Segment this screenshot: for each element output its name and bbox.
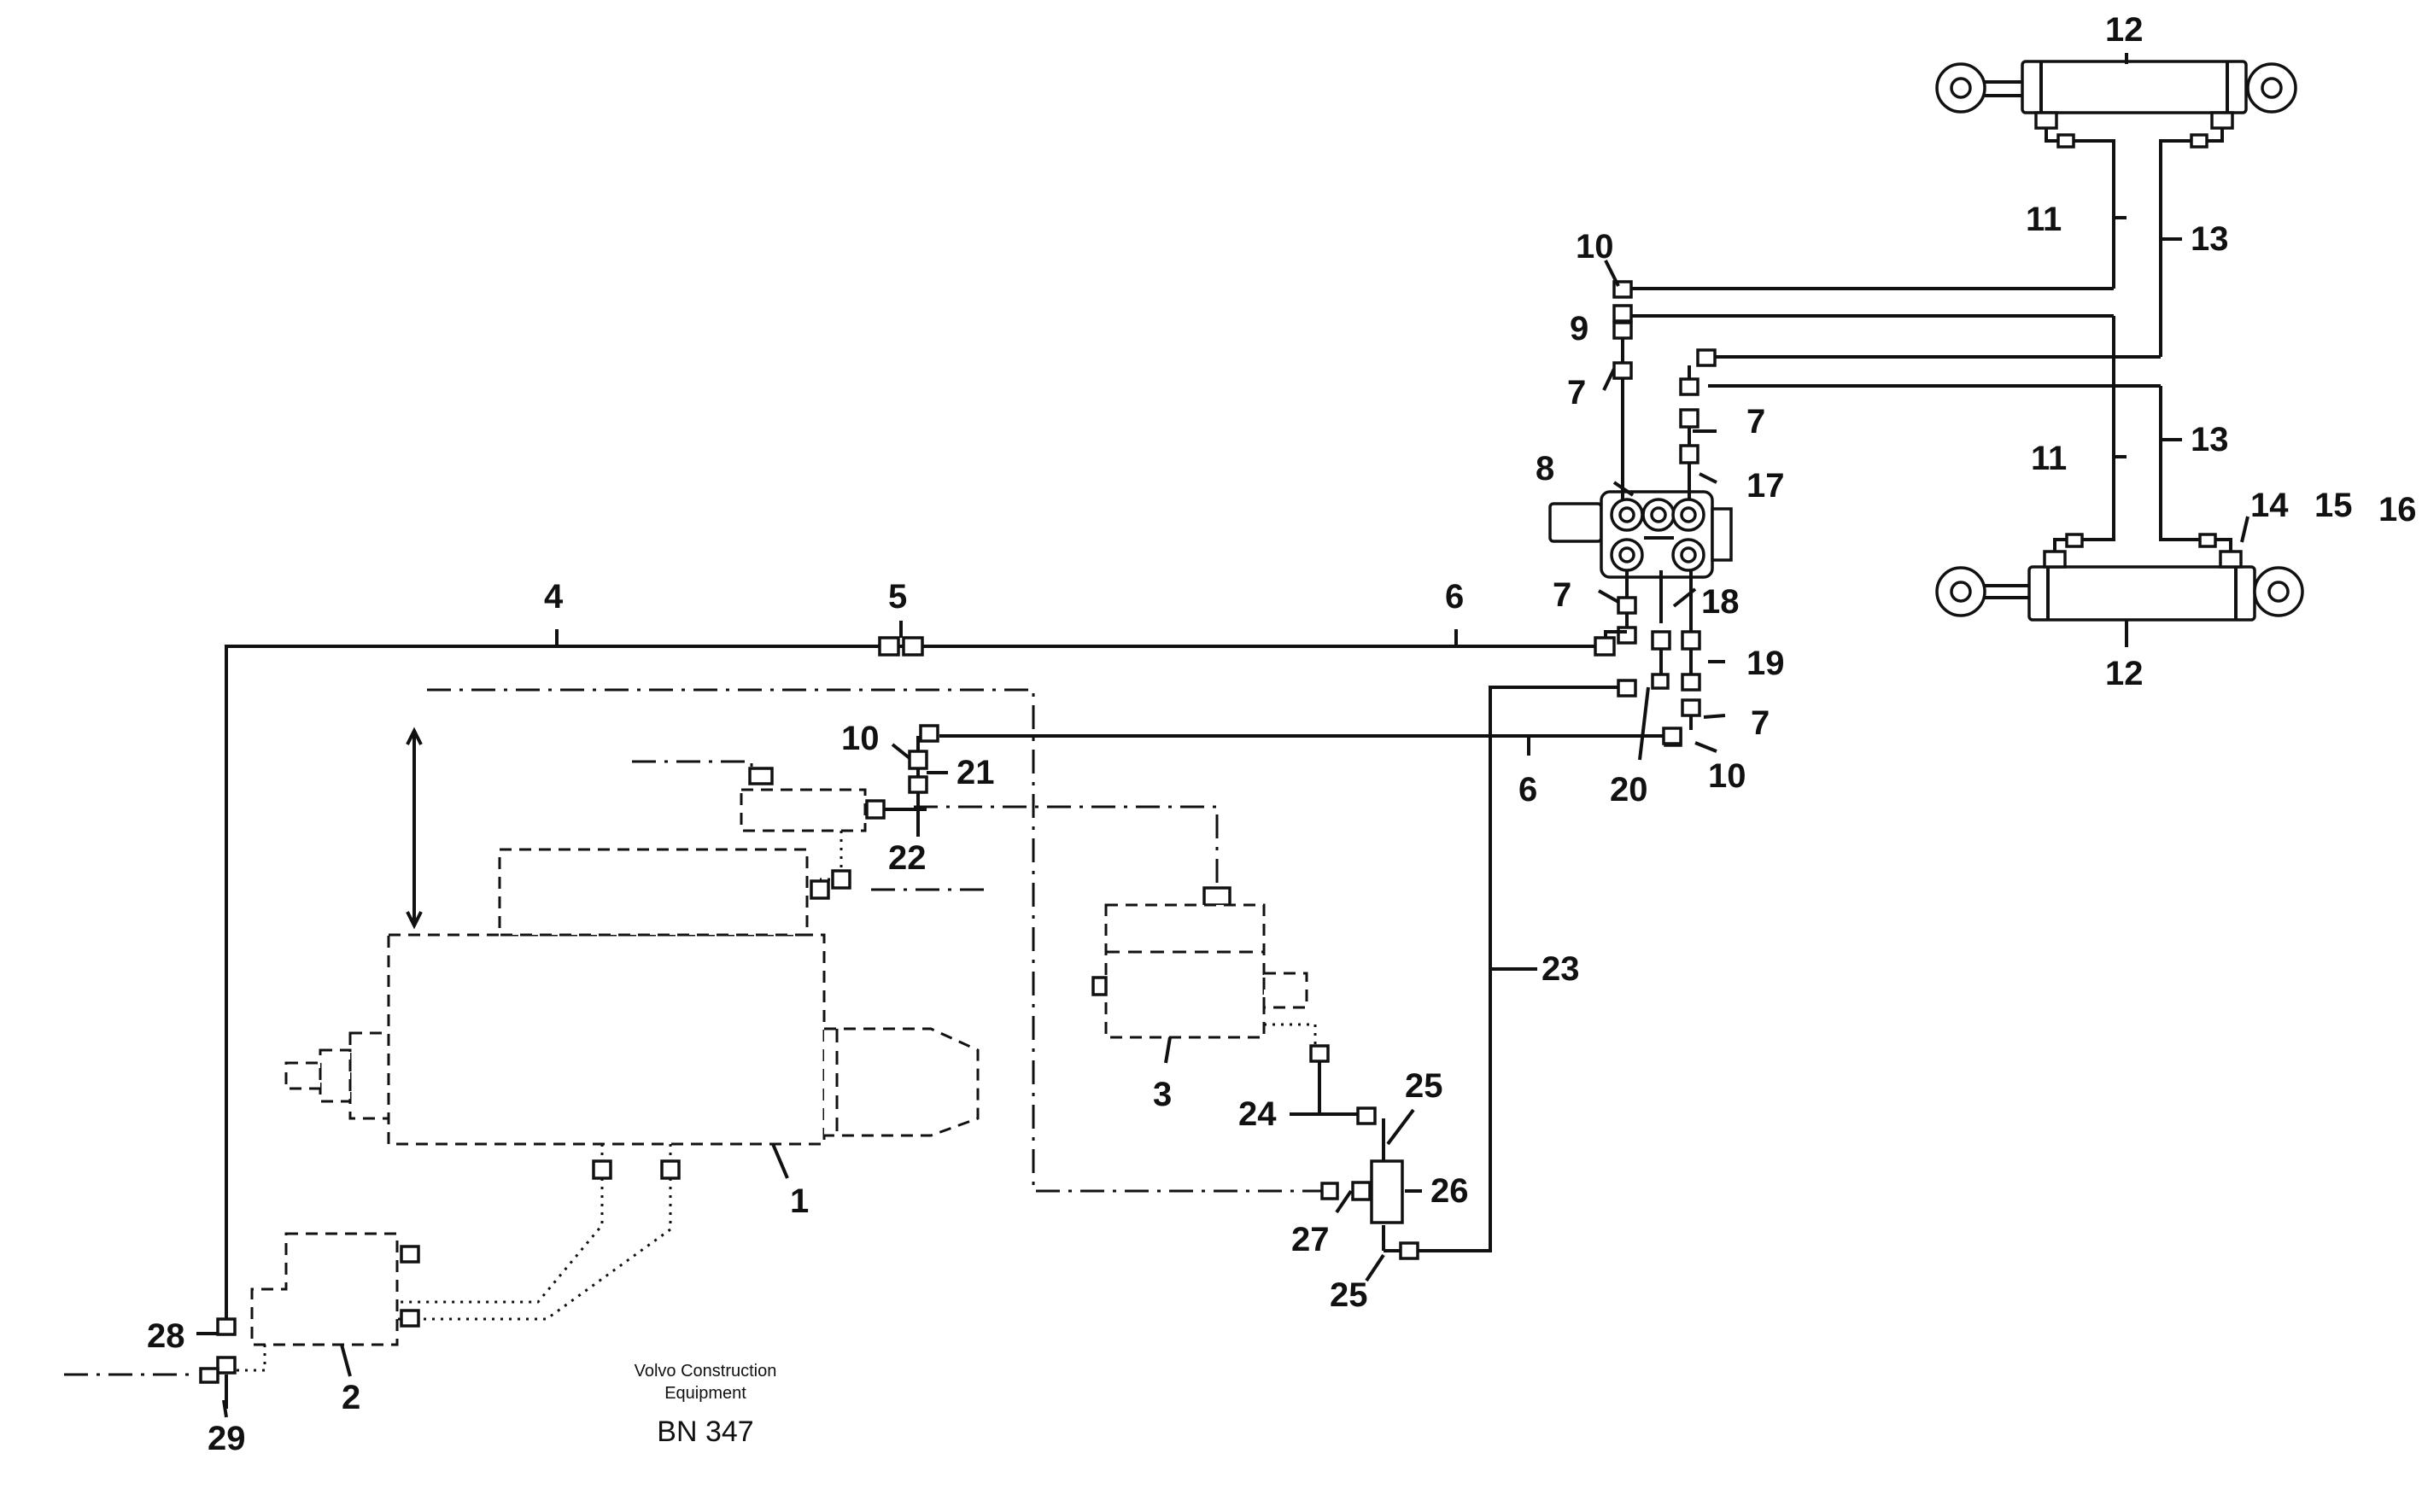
callout-19: 19: [1746, 645, 1785, 682]
control-valve: [1548, 490, 1733, 579]
callout-1: 1: [790, 1182, 809, 1220]
filter: [1351, 1159, 1404, 1224]
callout-22: 22: [888, 839, 927, 877]
callout-10b: 10: [841, 720, 880, 757]
callout-9: 9: [1570, 310, 1588, 347]
callouts: 1 2 3 4 5 6 6 7 7 7 7 8 9 10 10 10 11 11…: [147, 11, 2417, 1457]
callout-7a: 7: [1567, 374, 1586, 412]
callout-16: 16: [2378, 491, 2417, 528]
callout-11a: 11: [2026, 201, 2062, 238]
callout-12b: 12: [2105, 655, 2144, 692]
callout-23: 23: [1542, 950, 1580, 988]
callout-25a: 25: [1405, 1067, 1443, 1105]
upper-cylinder: [1935, 60, 2297, 130]
callout-5: 5: [888, 578, 907, 616]
callout-2: 2: [342, 1379, 360, 1416]
callout-24: 24: [1238, 1095, 1277, 1133]
hoses-cylinders: [1633, 128, 2232, 552]
footer: Volvo Construction Equipment BN 347: [635, 1362, 777, 1448]
callout-13a: 13: [2191, 220, 2229, 258]
callout-12a: 12: [2105, 11, 2144, 49]
callout-27: 27: [1291, 1221, 1330, 1258]
component-2: [199, 1232, 420, 1409]
callout-7d: 7: [1751, 704, 1770, 742]
company-line-2: Equipment: [664, 1384, 746, 1403]
drawing-code: BN 347: [657, 1416, 753, 1448]
callout-7b: 7: [1746, 403, 1765, 441]
callout-14: 14: [2250, 487, 2289, 524]
callout-28: 28: [147, 1317, 185, 1355]
callout-10c: 10: [1708, 757, 1746, 795]
callout-6b: 6: [1518, 771, 1537, 809]
callout-7c: 7: [1553, 576, 1571, 614]
company-line-1: Volvo Construction: [635, 1362, 777, 1381]
callout-8: 8: [1536, 450, 1554, 487]
callout-4: 4: [544, 578, 564, 616]
callout-3: 3: [1153, 1076, 1172, 1113]
callout-26: 26: [1430, 1172, 1469, 1210]
callout-17: 17: [1746, 467, 1785, 505]
callout-6a: 6: [1445, 578, 1464, 616]
callout-25b: 25: [1330, 1276, 1368, 1314]
callout-10a: 10: [1576, 228, 1614, 266]
upper-valve-block: [740, 736, 928, 900]
callout-11b: 11: [2031, 440, 2067, 477]
callout-29: 29: [208, 1420, 246, 1457]
callout-13b: 13: [2191, 421, 2229, 458]
main-pump: [284, 727, 980, 1321]
callout-15: 15: [2314, 487, 2353, 524]
leader-lines: [196, 53, 2249, 1418]
callout-21: 21: [957, 754, 995, 791]
lower-cylinder: [1935, 550, 2304, 622]
callout-18: 18: [1701, 583, 1740, 621]
callout-20: 20: [1610, 771, 1648, 809]
pipe-lines: [225, 630, 1682, 1319]
component-3: [1091, 903, 1317, 1046]
